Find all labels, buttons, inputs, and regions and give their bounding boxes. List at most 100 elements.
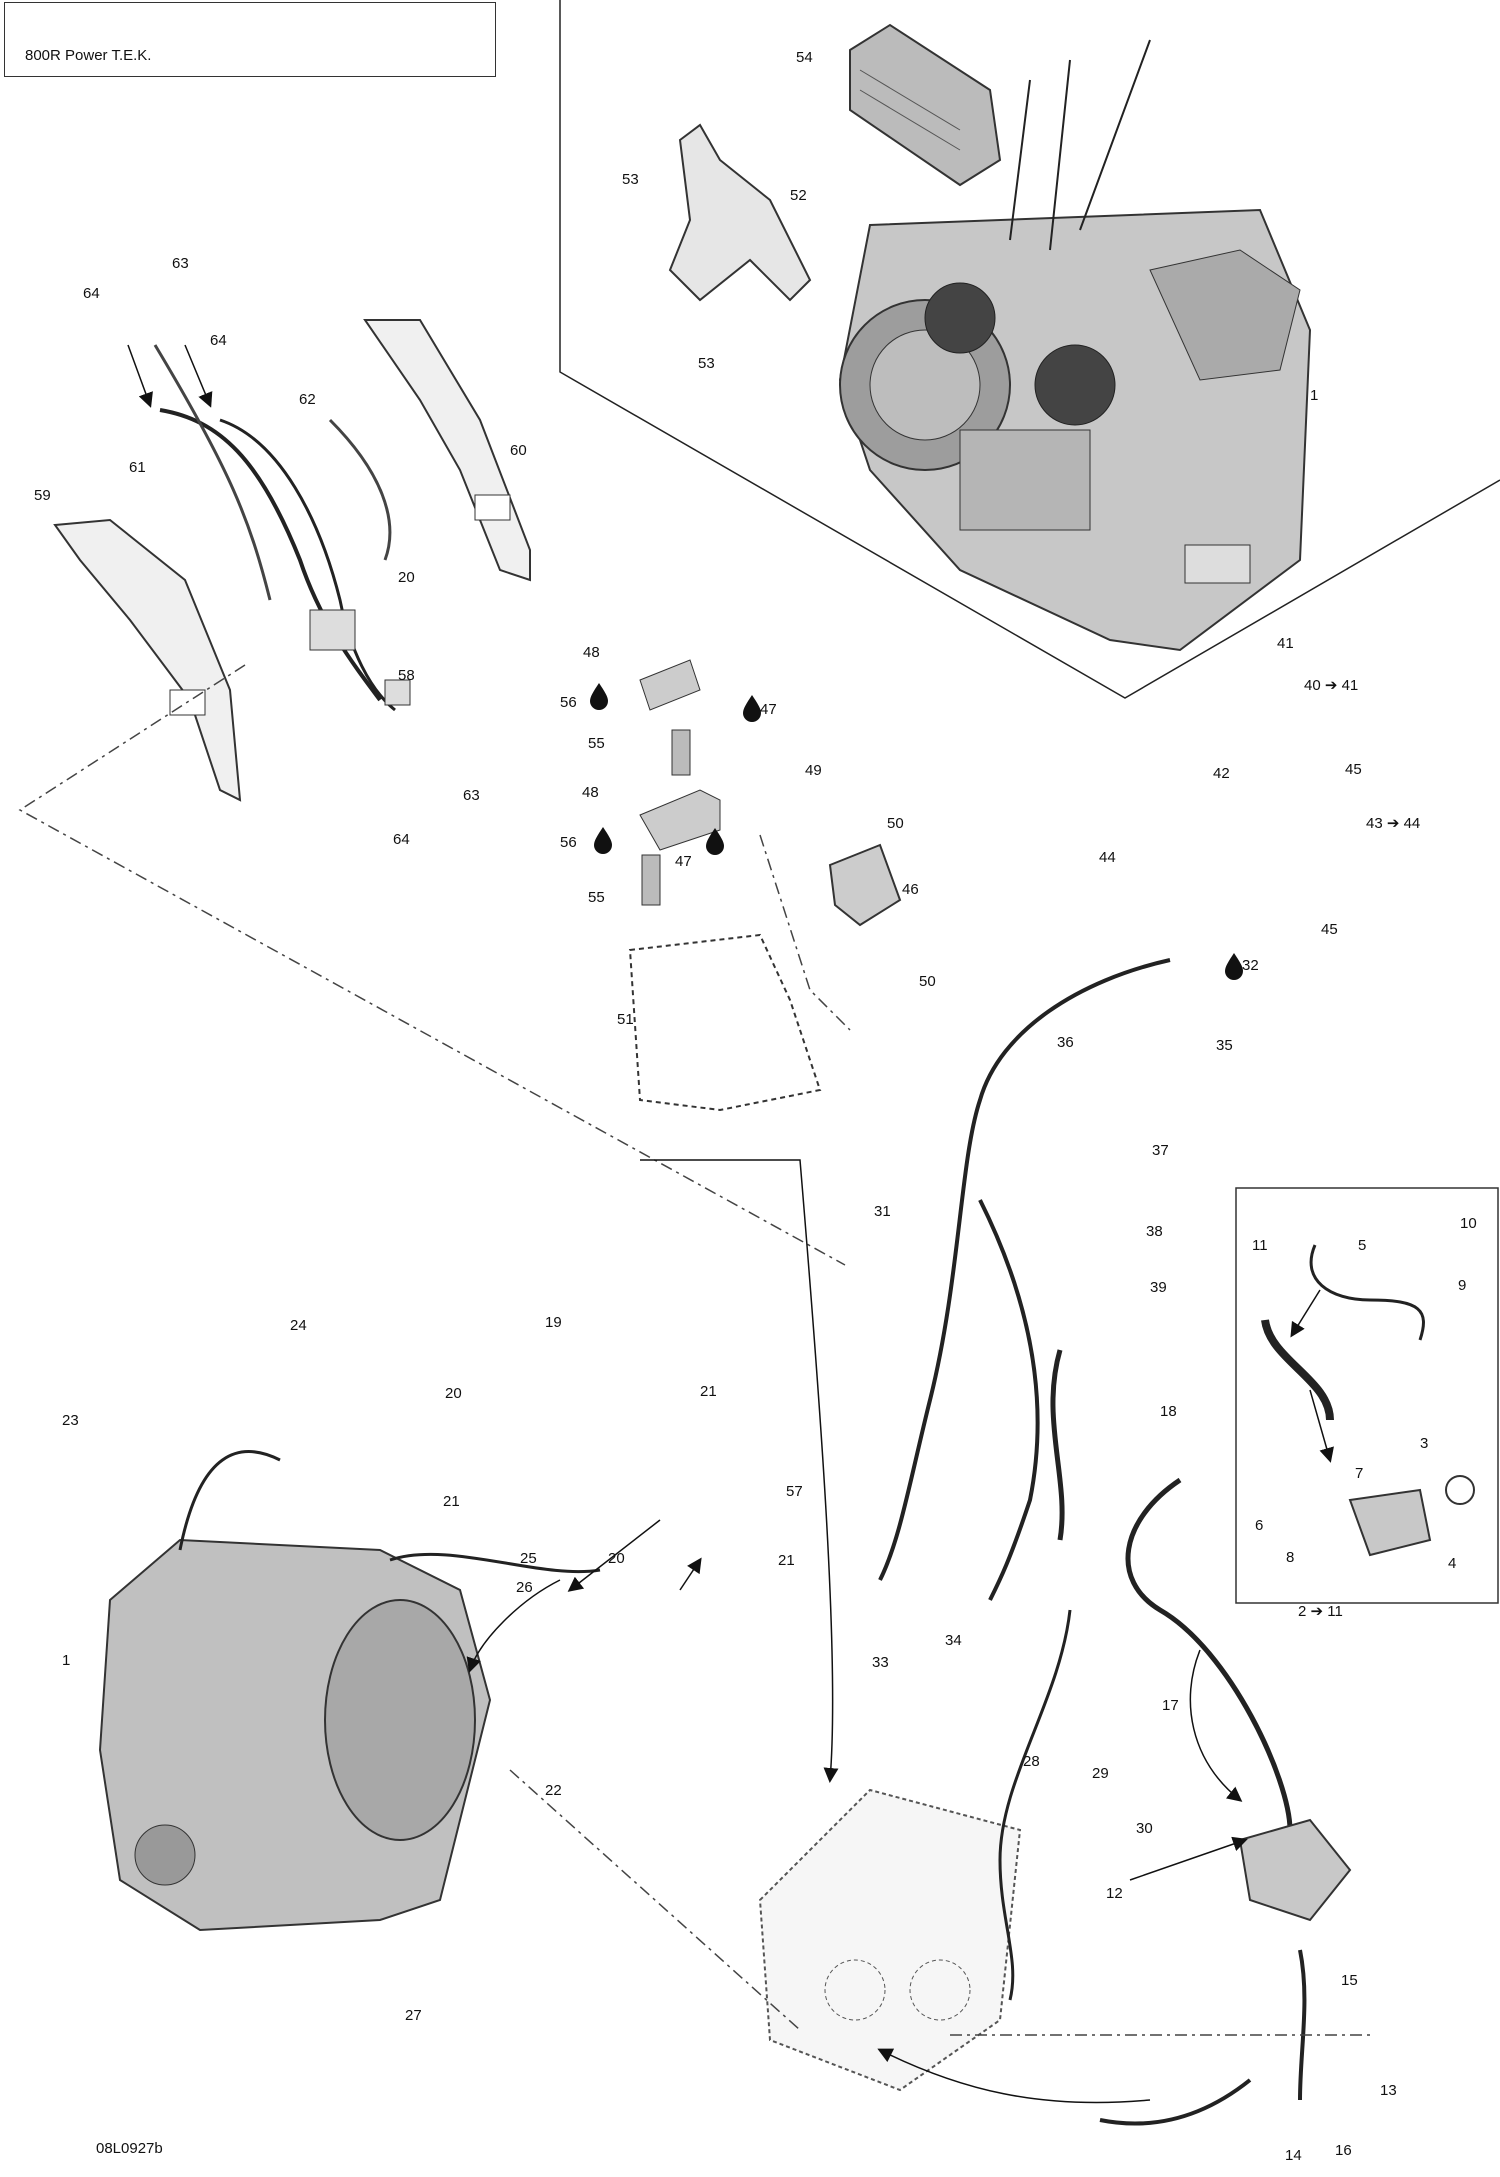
callout-label: 64: [393, 831, 410, 848]
callout-label: 15: [1341, 1972, 1358, 1989]
callout-label: 50: [887, 815, 904, 832]
callout-label: 22: [545, 1782, 562, 1799]
callout-label: 25: [520, 1550, 537, 1567]
heat-shields: [53, 319, 531, 802]
callout-label: 30: [1136, 1820, 1153, 1837]
oil-drop-icon: [590, 683, 1243, 980]
callout-label: 38: [1146, 1223, 1163, 1240]
dashed-bracket: [628, 933, 822, 1112]
callout-label: 59: [34, 487, 51, 504]
callout-label: 49: [805, 762, 822, 779]
callout-label: 17: [1162, 1697, 1179, 1714]
callout-label: 55: [588, 735, 605, 752]
callout-label: 20: [445, 1385, 462, 1402]
callout-labels: 112 ➔ 1134567891011121314151617181920202…: [34, 49, 1477, 2164]
callout-label: 21: [778, 1552, 795, 1569]
callout-label: 63: [172, 255, 189, 272]
callout-label: 5: [1358, 1237, 1366, 1254]
callout-label: 47: [760, 701, 777, 718]
callout-label: 53: [622, 171, 639, 188]
dash-dot-leaders: [18, 664, 1370, 2036]
callout-label: 53: [698, 355, 715, 372]
callout-label: 23: [62, 1412, 79, 1429]
callout-label: 57: [786, 1483, 803, 1500]
callout-label: 51: [617, 1011, 634, 1028]
callout-label: 62: [299, 391, 316, 408]
callout-label: 58: [398, 667, 415, 684]
inset-parts: [1261, 1244, 1475, 1557]
callout-label: 45: [1345, 761, 1362, 778]
callout-label: 64: [83, 285, 100, 302]
callout-label: 24: [290, 1317, 307, 1334]
callout-label: 43 ➔ 44: [1366, 815, 1420, 832]
engine-assembly-bottom: [98, 1450, 601, 1932]
callout-label: 56: [560, 834, 577, 851]
callout-label: 29: [1092, 1765, 1109, 1782]
callout-label: 61: [129, 459, 146, 476]
callout-label: 9: [1458, 1277, 1466, 1294]
callout-label: 48: [583, 644, 600, 661]
callout-label: 60: [510, 442, 527, 459]
callout-label: 2 ➔ 11: [1298, 1603, 1343, 1620]
callout-label: 40 ➔ 41: [1304, 677, 1358, 694]
callout-label: 1: [62, 1652, 70, 1669]
solenoid-valve: [1238, 1818, 1352, 1922]
callout-label: 14: [1285, 2147, 1302, 2164]
drawing-reference: 08L0927b: [96, 2140, 163, 2157]
callout-label: 48: [582, 784, 599, 801]
callout-label: 26: [516, 1579, 533, 1596]
callout-label: 54: [796, 49, 813, 66]
callout-label: 55: [588, 889, 605, 906]
callout-label: 63: [463, 787, 480, 804]
callout-label: 20: [608, 1550, 625, 1567]
leader-arrows: [127, 344, 1334, 2104]
callout-label: 20: [398, 569, 415, 586]
callout-label: 34: [945, 1632, 962, 1649]
title-box: 800R Power T.E.K.: [4, 2, 496, 77]
callout-label: 36: [1057, 1034, 1074, 1051]
callout-label: 35: [1216, 1037, 1233, 1054]
callout-label: 18: [1160, 1403, 1177, 1420]
callout-label: 3: [1420, 1435, 1428, 1452]
callout-label: 7: [1355, 1465, 1363, 1482]
callout-label: 50: [919, 973, 936, 990]
callout-label: 21: [700, 1383, 717, 1400]
callout-label: 41: [1277, 635, 1294, 652]
callout-label: 27: [405, 2007, 422, 2024]
callout-label: 6: [1255, 1517, 1263, 1534]
callout-label: 28: [1023, 1753, 1040, 1770]
callout-label: 13: [1380, 2082, 1397, 2099]
callout-label: 64: [210, 332, 227, 349]
callout-label: 10: [1460, 1215, 1477, 1232]
callout-label: 44: [1099, 849, 1116, 866]
engine-frame: [559, 0, 1500, 699]
callout-label: 11: [1252, 1237, 1268, 1254]
callout-label: 47: [675, 853, 692, 870]
callout-label: 31: [874, 1203, 891, 1220]
callout-label: 33: [872, 1654, 889, 1671]
inset-box: [1235, 1187, 1499, 1604]
ignition-harness: [153, 344, 411, 712]
callout-label: 8: [1286, 1549, 1294, 1566]
callout-label: 39: [1150, 1279, 1167, 1296]
callout-label: 32: [1242, 957, 1259, 974]
callout-label: 19: [545, 1314, 562, 1331]
ignition-coil-group: [639, 659, 902, 927]
callout-label: 12: [1106, 1885, 1123, 1902]
engine-assembly-top: [838, 39, 1312, 652]
callout-label: 52: [790, 187, 807, 204]
callout-label: 1: [1310, 387, 1318, 404]
callout-label: 21: [443, 1493, 460, 1510]
callout-label: 56: [560, 694, 577, 711]
throttle-body-dashed: [758, 1788, 1022, 2092]
diagram-title: 800R Power T.E.K.: [25, 47, 152, 64]
callout-label: 42: [1213, 765, 1230, 782]
support-bracket: [668, 123, 812, 302]
callout-label: 16: [1335, 2142, 1352, 2159]
ecm-module: [849, 23, 1002, 187]
hoses: [878, 958, 1307, 2126]
callout-label: 46: [902, 881, 919, 898]
callout-label: 45: [1321, 921, 1338, 938]
callout-label: 4: [1448, 1555, 1456, 1572]
